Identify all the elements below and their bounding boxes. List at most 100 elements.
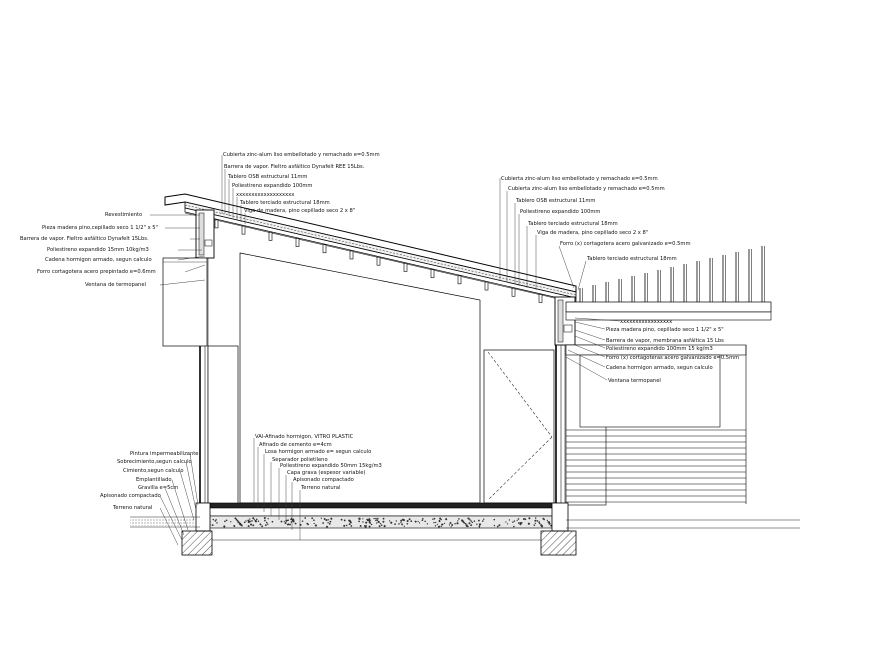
ground <box>130 516 800 541</box>
gravel-dot <box>473 520 476 522</box>
gravel-dot <box>534 519 537 522</box>
gravel-dot <box>534 517 537 519</box>
gravel-dot <box>264 524 267 527</box>
gravel-dot <box>478 523 481 526</box>
gravel-dot <box>261 525 264 528</box>
gravel-dot <box>263 517 266 520</box>
gravel-dot <box>513 520 516 522</box>
foundation-left <box>181 502 213 556</box>
left-label-3: Barrera de vapor. Fieltro asfáltico Dyna… <box>20 235 149 242</box>
gravel-dot <box>266 523 269 525</box>
gravel-dot <box>382 520 385 523</box>
gravel-dot <box>251 520 253 522</box>
roof-joist <box>430 269 435 278</box>
gravel-dot <box>541 525 543 527</box>
gravel-dot <box>401 523 404 526</box>
gravel-dot <box>233 525 236 528</box>
gravel-dot <box>383 525 386 528</box>
gravel-dot <box>538 521 541 523</box>
gravel-dot <box>362 518 364 520</box>
roof-joist <box>214 219 219 229</box>
gravel-dot <box>329 520 332 523</box>
gravel-dot <box>435 521 437 524</box>
roof-label-3: Tablero OSB estructural 11mm <box>227 174 307 180</box>
gravel-dot <box>241 525 243 527</box>
roof <box>164 193 577 304</box>
floor-label-7: Apisonado compactado <box>293 477 354 483</box>
floor-label-6: Capa grava (espesor variable) <box>287 470 365 476</box>
gravel-dot <box>264 519 266 522</box>
roof-joist <box>295 238 300 247</box>
gravel-dot <box>406 520 409 523</box>
gravel-dot <box>483 518 485 520</box>
gravel-dot <box>433 521 435 524</box>
gravel-dot <box>528 517 531 520</box>
gravel-dot <box>327 521 329 524</box>
gravel-dot <box>496 525 499 528</box>
gravel-dot <box>328 523 331 525</box>
gravel-dot <box>330 517 333 520</box>
floor-label-3: Losa hormigon armado e= segun calculo <box>265 449 371 455</box>
gravel-dot <box>437 525 441 528</box>
gravel-dot <box>343 524 346 527</box>
building-section <box>130 193 800 556</box>
gravel-dot <box>466 525 469 528</box>
gravel-dot <box>417 520 419 523</box>
gravel-dot <box>243 521 246 524</box>
left-label-6: Forro cortagotera acero prepintado e=0.6… <box>37 269 156 275</box>
gravel-dot <box>327 518 329 521</box>
right-wall-label-1: xxxxxxxxxxxxxxxxx <box>620 319 672 325</box>
right-roof-label-8: Tablero terciado estructural 18mm <box>586 256 677 262</box>
gravel-dot <box>280 520 283 523</box>
gravel-dot <box>418 522 421 524</box>
roof-label-1: Cubierta zinc-alum liso embellotado y re… <box>223 152 380 158</box>
roof-joist <box>376 256 381 266</box>
gravel-dot <box>379 523 382 525</box>
gravel-dot <box>322 522 324 524</box>
gravel-dot <box>439 517 442 520</box>
gravel-dot <box>301 520 304 522</box>
right-roof-labels: Cubierta zinc-alum liso embellotado y re… <box>499 176 691 291</box>
gravel-dot <box>376 522 378 524</box>
foundation-label-5: Gravilla e=5cm <box>138 485 178 491</box>
gravel-dot <box>373 517 375 520</box>
floor-slab <box>199 502 561 529</box>
right-roof-label-6: Viga de madera, pino cepillado seco 2 x … <box>537 230 648 236</box>
roof-joists <box>214 219 543 303</box>
right-roof-label-1: Cubierta zinc-alum liso embellotado y re… <box>501 176 658 182</box>
gravel-dot <box>477 519 480 522</box>
roof-label-4: Poliestireno expandido 100mm <box>232 183 312 189</box>
gravel-dot <box>350 525 353 527</box>
gravel-dot <box>400 519 403 522</box>
gravel-dot <box>508 519 511 521</box>
gravel-dot <box>424 520 426 523</box>
right-wall-label-5: Forro (x) cortagoteras acero galvanizado… <box>606 355 739 361</box>
gravel-dot <box>311 517 314 520</box>
right-roof-label-5: Tablero terciado estructural 18mm <box>527 221 618 227</box>
gravel-dot <box>433 517 436 520</box>
gravel-dot <box>534 522 536 525</box>
gravel-dot <box>340 518 343 521</box>
foundation-label-7: Terreno natural <box>112 505 152 511</box>
gravel-dot <box>438 520 441 523</box>
roof-label-2: Barrera de vapor. Fieltro asfáltico Dyna… <box>224 163 365 170</box>
gravel-dot <box>343 519 346 522</box>
gravel-dot <box>249 518 251 520</box>
gravel-dot <box>369 521 372 524</box>
right-roof-label-4: Poliestireno expandido 100mm <box>520 209 600 215</box>
gravel-dot <box>358 517 361 520</box>
gravel-dot <box>513 525 515 528</box>
gravel-dot <box>265 521 268 524</box>
gravel-dot <box>467 518 470 520</box>
gravel-dot <box>370 523 373 526</box>
gravel-dot <box>212 518 215 521</box>
left-label-2: Pieza madera pino,cepillado seco 1 1/2" … <box>42 225 158 231</box>
gravel-dot <box>245 520 247 522</box>
floor-label-8: Terreno natural <box>300 485 340 491</box>
roof-joist <box>268 232 273 241</box>
gravel-dot <box>414 520 417 523</box>
gravel-dot <box>267 517 269 520</box>
gravel-dot <box>522 518 525 521</box>
